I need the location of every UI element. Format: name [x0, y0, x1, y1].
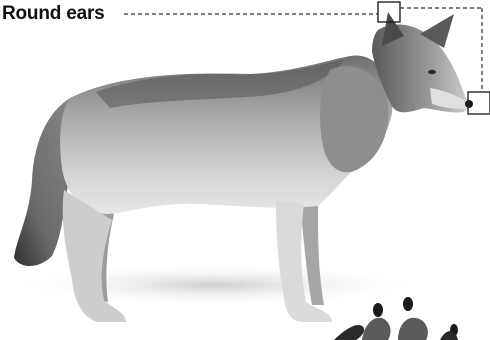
wolf-neck-ruff	[320, 66, 388, 172]
callout-label-round-ears: Round ears	[2, 3, 105, 25]
wolf-nose	[465, 100, 473, 108]
wolf-eye	[428, 70, 436, 74]
ground-shadow	[5, 263, 425, 307]
paw-print-icon	[334, 297, 458, 340]
